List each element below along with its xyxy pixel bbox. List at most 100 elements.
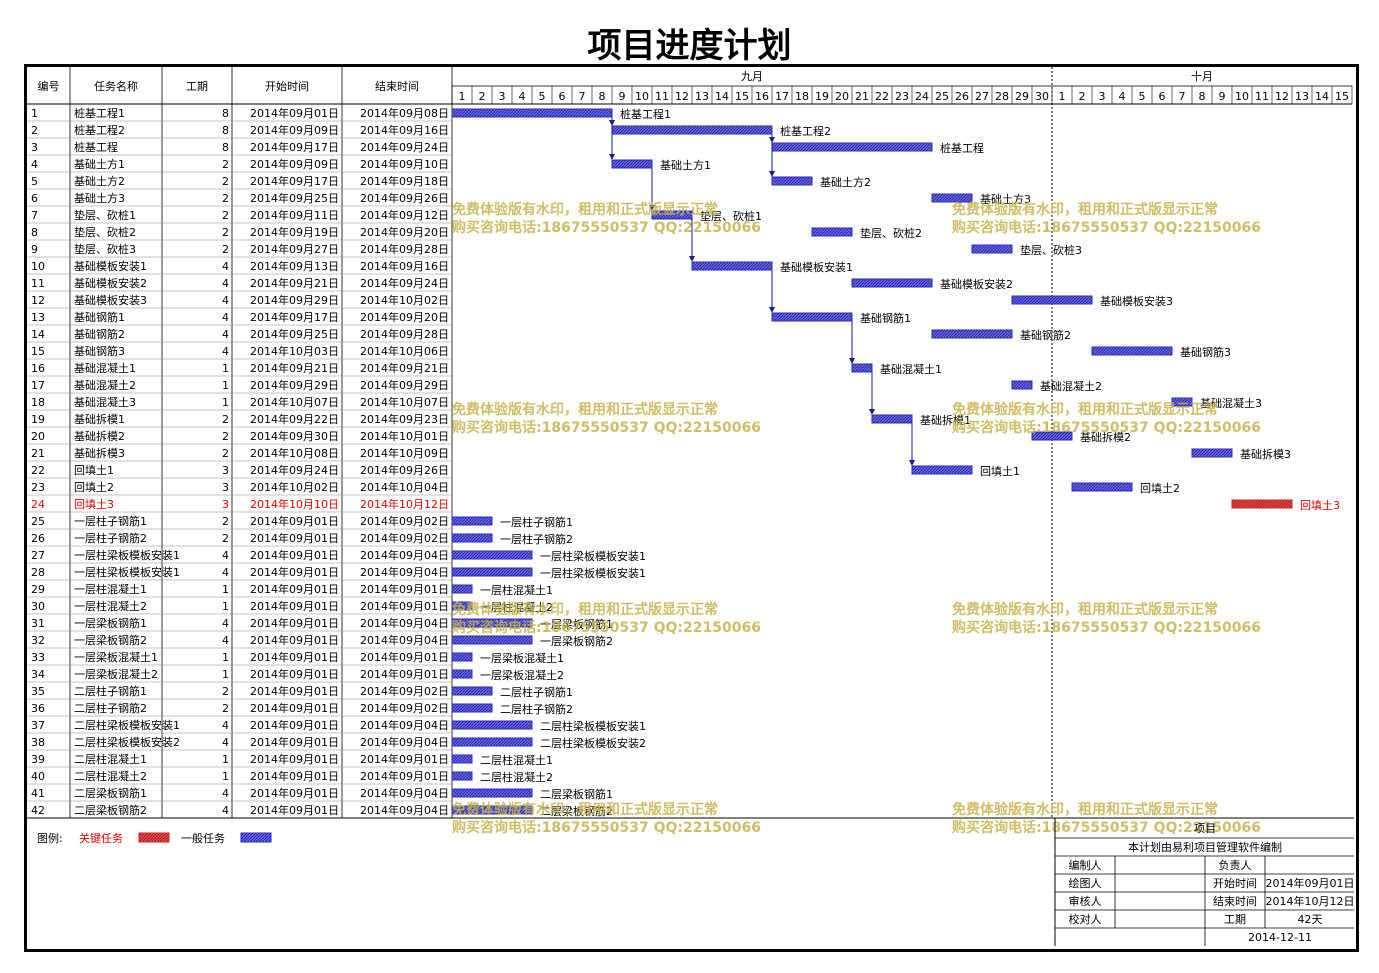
gantt-bar [771,142,933,152]
task-start-cell: 2014年09月01日 [250,718,339,732]
day-tick-label: 6 [1159,90,1166,103]
task-name-cell: 二层柱梁板模板安装1 [74,718,180,732]
gantt-bar-label: 基础拆模3 [1240,447,1291,461]
day-tick-label: 20 [835,90,849,103]
day-tick-label: 14 [1315,90,1329,103]
info-box-label: 编制人 [1069,858,1102,872]
gantt-bar [451,516,493,526]
month-label: 十月 [1191,69,1213,83]
task-id-cell: 4 [31,158,38,171]
task-name-cell: 垫层、砍桩3 [74,242,136,256]
task-duration-cell: 2 [222,447,229,460]
gantt-bar [851,363,873,373]
task-id-cell: 32 [31,634,45,647]
task-duration-cell: 2 [222,243,229,256]
task-name-cell: 垫层、砍桩1 [74,208,136,222]
gantt-bar [611,125,773,135]
day-tick-label: 22 [875,90,889,103]
watermark-line: 购买咨询电话:18675550537 QQ:22150066 [452,819,761,836]
task-duration-cell: 2 [222,430,229,443]
task-id-cell: 42 [31,804,45,817]
task-duration-cell: 2 [222,175,229,188]
task-duration-cell: 4 [222,260,229,273]
info-box-label: 结束时间 [1213,895,1257,908]
task-end-cell: 2014年09月02日 [360,684,449,698]
task-start-cell: 2014年10月07日 [250,395,339,409]
day-tick-label: 1 [1059,90,1066,103]
task-end-cell: 2014年09月26日 [360,463,449,477]
gantt-bar [451,635,533,645]
task-duration-cell: 2 [222,515,229,528]
day-tick-label: 3 [499,90,506,103]
task-end-cell: 2014年10月06日 [360,344,449,358]
gantt-bar [651,210,693,220]
task-id-cell: 26 [31,532,45,545]
task-end-cell: 2014年09月04日 [360,565,449,579]
watermark-line: 免费体验版有水印，租用和正式版显示正常 [452,201,718,218]
task-id-cell: 31 [31,617,45,630]
task-end-cell: 2014年09月01日 [360,599,449,613]
day-tick-label: 30 [1035,90,1049,103]
task-id-cell: 40 [31,770,45,783]
gantt-bar-label: 基础混凝土2 [1040,379,1102,393]
info-box-date: 2014-12-11 [1248,931,1312,944]
info-box-subtitle: 本计划由易利项目管理软件编制 [1128,840,1282,854]
watermark-line: 购买咨询电话:18675550537 QQ:22150066 [452,219,761,236]
task-name-cell: 回填土3 [74,497,114,511]
column-header: 编号 [38,79,60,93]
gantt-bar-label: 垫层、砍桩1 [700,209,762,223]
task-id-cell: 27 [31,549,45,562]
task-duration-cell: 1 [222,396,229,409]
day-tick-label: 15 [735,90,749,103]
task-name-cell: 二层柱梁板模板安装2 [74,735,180,749]
task-end-cell: 2014年09月04日 [360,616,449,630]
gantt-bar-label: 桩基工程2 [780,124,831,138]
gantt-bar [811,227,853,237]
task-start-cell: 2014年09月01日 [250,769,339,783]
task-name-cell: 回填土2 [74,480,114,494]
task-start-cell: 2014年09月13日 [250,259,339,273]
gantt-bar [931,193,973,203]
task-start-cell: 2014年09月01日 [250,633,339,647]
info-box-label: 校对人 [1069,912,1102,926]
task-duration-cell: 2 [222,413,229,426]
task-end-cell: 2014年09月02日 [360,514,449,528]
task-start-cell: 2014年10月03日 [250,344,339,358]
gantt-bar-label: 二层柱混凝土1 [480,753,553,767]
day-tick-label: 9 [1219,90,1226,103]
task-start-cell: 2014年09月21日 [250,361,339,375]
task-name-cell: 一层柱混凝土1 [74,582,147,596]
column-header: 开始时间 [265,79,309,93]
task-duration-cell: 2 [222,192,229,205]
gantt-bar-label: 一层柱混凝土1 [480,583,553,597]
task-start-cell: 2014年09月09日 [250,157,339,171]
task-id-cell: 30 [31,600,45,613]
task-duration-cell: 1 [222,770,229,783]
task-start-cell: 2014年09月19日 [250,225,339,239]
task-id-cell: 25 [31,515,45,528]
task-start-cell: 2014年09月21日 [250,276,339,290]
task-name-cell: 基础混凝土2 [74,378,136,392]
task-id-cell: 38 [31,736,45,749]
task-name-cell: 一层梁板混凝土2 [74,667,158,681]
task-start-cell: 2014年09月29日 [250,378,339,392]
task-duration-cell: 4 [222,719,229,732]
task-id-cell: 39 [31,753,45,766]
watermark-line: 免费体验版有水印，租用和正式版显示正常 [952,801,1218,818]
gantt-bar-label: 二层梁板钢筋2 [540,804,613,818]
task-start-cell: 2014年09月01日 [250,582,339,596]
task-start-cell: 2014年09月01日 [250,599,339,613]
day-tick-label: 15 [1335,90,1349,103]
legend-critical-swatch [138,832,170,843]
task-name-cell: 桩基工程 [74,140,118,154]
task-name-cell: 基础钢筋2 [74,327,125,341]
gantt-bar [451,550,533,560]
task-duration-cell: 4 [222,736,229,749]
task-name-cell: 基础模板安装1 [74,259,147,273]
task-end-cell: 2014年09月04日 [360,718,449,732]
gantt-bar [971,244,1013,254]
task-id-cell: 20 [31,430,45,443]
task-end-cell: 2014年09月01日 [360,752,449,766]
task-end-cell: 2014年10月07日 [360,395,449,409]
